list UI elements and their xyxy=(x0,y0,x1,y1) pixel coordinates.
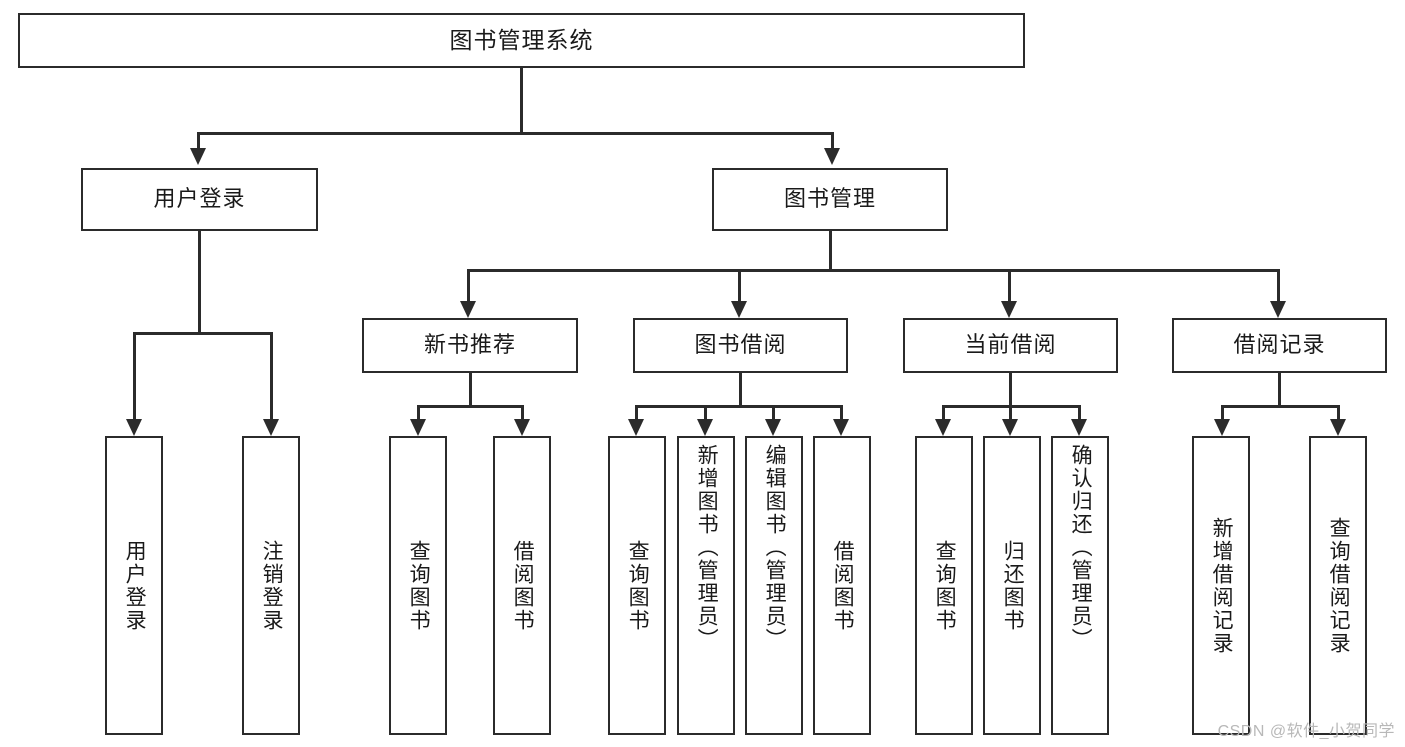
edge-bb-to-leaf-1 xyxy=(635,405,638,419)
node-current-borrow[interactable]: 当前借阅 xyxy=(903,318,1118,373)
leaf-label: 编辑图书（管理员） xyxy=(763,444,787,651)
node-book-borrow[interactable]: 图书借阅 xyxy=(633,318,848,373)
edge-bb-to-leaf-3 xyxy=(772,405,775,419)
edge-bm-to-borrow-record xyxy=(1277,269,1280,301)
leaf-return-book[interactable]: 归还图书 xyxy=(983,436,1041,735)
edge-cb-to-leaf-1 xyxy=(942,405,945,419)
leaf-user-login[interactable]: 用户登录 xyxy=(105,436,163,735)
edge-borrow-record-stem xyxy=(1278,373,1281,408)
edge-user-login-stem xyxy=(198,231,201,334)
node-new-book-recommend[interactable]: 新书推荐 xyxy=(362,318,578,373)
leaf-add-borrow-record[interactable]: 新增借阅记录 xyxy=(1192,436,1250,735)
leaf-borrow-book-borrow[interactable]: 借阅图书 xyxy=(813,436,871,735)
leaf-label: 用户登录 xyxy=(123,539,147,632)
leaf-label: 查询图书 xyxy=(626,539,650,632)
edge-bb-to-leaf-4 xyxy=(840,405,843,419)
arrow-root-to-user-login xyxy=(190,148,206,165)
leaf-label: 查询图书 xyxy=(933,539,957,632)
edge-root-to-book-management xyxy=(831,132,834,148)
arrow-new-book-to-leaf-1 xyxy=(410,419,426,436)
leaf-label: 新增借阅记录 xyxy=(1210,516,1234,655)
arrow-cb-to-leaf-3 xyxy=(1071,419,1087,436)
leaf-label: 归还图书 xyxy=(1001,539,1025,632)
node-label: 图书管理系统 xyxy=(449,26,594,53)
arrow-bb-to-leaf-2 xyxy=(697,419,713,436)
edge-user-login-to-leaf-2 xyxy=(270,332,273,419)
edge-new-book-distributor xyxy=(417,405,524,408)
leaf-edit-book-admin[interactable]: 编辑图书（管理员） xyxy=(745,436,803,735)
arrow-br-to-leaf-2 xyxy=(1330,419,1346,436)
node-borrow-record[interactable]: 借阅记录 xyxy=(1172,318,1387,373)
arrow-root-to-book-management xyxy=(824,148,840,165)
leaf-label: 查询图书 xyxy=(407,539,431,632)
watermark: CSDN @软件_小贺同学 xyxy=(1217,723,1395,740)
edge-book-borrow-stem xyxy=(739,373,742,408)
node-label: 图书借阅 xyxy=(694,332,787,358)
edge-user-login-distributor xyxy=(133,332,273,335)
edge-br-to-leaf-1 xyxy=(1221,405,1224,419)
edge-root-distributor xyxy=(197,132,834,135)
node-book-management[interactable]: 图书管理 xyxy=(712,168,948,231)
edge-br-to-leaf-2 xyxy=(1337,405,1340,419)
edge-new-book-to-leaf-2 xyxy=(521,405,524,419)
node-user-login[interactable]: 用户登录 xyxy=(81,168,318,231)
edge-bm-to-current-borrow xyxy=(1008,269,1011,301)
edge-cb-to-leaf-3 xyxy=(1078,405,1081,419)
arrow-bb-to-leaf-1 xyxy=(628,419,644,436)
leaf-query-borrow-record[interactable]: 查询借阅记录 xyxy=(1309,436,1367,735)
edge-book-management-stem xyxy=(829,231,832,271)
edge-user-login-to-leaf-1 xyxy=(133,332,136,419)
leaf-borrow-book-newbook[interactable]: 借阅图书 xyxy=(493,436,551,735)
edge-book-management-distributor xyxy=(467,269,1280,272)
arrow-bm-to-book-borrow xyxy=(731,301,747,318)
leaf-query-book-newbook[interactable]: 查询图书 xyxy=(389,436,447,735)
edge-root-to-user-login xyxy=(197,132,200,148)
leaf-label: 借阅图书 xyxy=(831,539,855,632)
arrow-cb-to-leaf-1 xyxy=(935,419,951,436)
leaf-query-book-current[interactable]: 查询图书 xyxy=(915,436,973,735)
leaf-label: 新增图书（管理员） xyxy=(695,444,719,651)
arrow-br-to-leaf-1 xyxy=(1214,419,1230,436)
edge-borrow-record-distributor xyxy=(1221,405,1340,408)
node-label: 借阅记录 xyxy=(1233,332,1326,358)
arrow-bb-to-leaf-4 xyxy=(833,419,849,436)
node-label: 图书管理 xyxy=(783,186,876,212)
leaf-label: 借阅图书 xyxy=(511,539,535,632)
edge-current-borrow-stem xyxy=(1009,373,1012,408)
edge-bm-to-new-book xyxy=(467,269,470,301)
node-label: 新书推荐 xyxy=(423,332,516,358)
edge-bb-to-leaf-2 xyxy=(704,405,707,419)
leaf-label: 查询借阅记录 xyxy=(1327,516,1351,655)
edge-book-borrow-distributor xyxy=(635,405,842,408)
edge-bm-to-book-borrow xyxy=(738,269,741,301)
arrow-cb-to-leaf-2 xyxy=(1002,419,1018,436)
leaf-label: 注销登录 xyxy=(260,539,284,632)
arrow-user-login-to-leaf-2 xyxy=(263,419,279,436)
edge-new-book-stem xyxy=(469,373,472,408)
arrow-new-book-to-leaf-2 xyxy=(514,419,530,436)
arrow-user-login-to-leaf-1 xyxy=(126,419,142,436)
node-label: 用户登录 xyxy=(153,186,246,212)
node-root-book-management-system[interactable]: 图书管理系统 xyxy=(18,13,1025,68)
edge-new-book-to-leaf-1 xyxy=(417,405,420,419)
arrow-bm-to-current-borrow xyxy=(1001,301,1017,318)
arrow-bm-to-borrow-record xyxy=(1270,301,1286,318)
arrow-bm-to-new-book xyxy=(460,301,476,318)
leaf-logout[interactable]: 注销登录 xyxy=(242,436,300,735)
edge-root-stem xyxy=(520,68,523,134)
leaf-query-book-borrow[interactable]: 查询图书 xyxy=(608,436,666,735)
arrow-bb-to-leaf-3 xyxy=(765,419,781,436)
leaf-add-book-admin[interactable]: 新增图书（管理员） xyxy=(677,436,735,735)
edge-cb-to-leaf-2 xyxy=(1009,405,1012,419)
leaf-confirm-return-admin[interactable]: 确认归还（管理员） xyxy=(1051,436,1109,735)
leaf-label: 确认归还（管理员） xyxy=(1069,444,1093,651)
node-label: 当前借阅 xyxy=(964,332,1057,358)
